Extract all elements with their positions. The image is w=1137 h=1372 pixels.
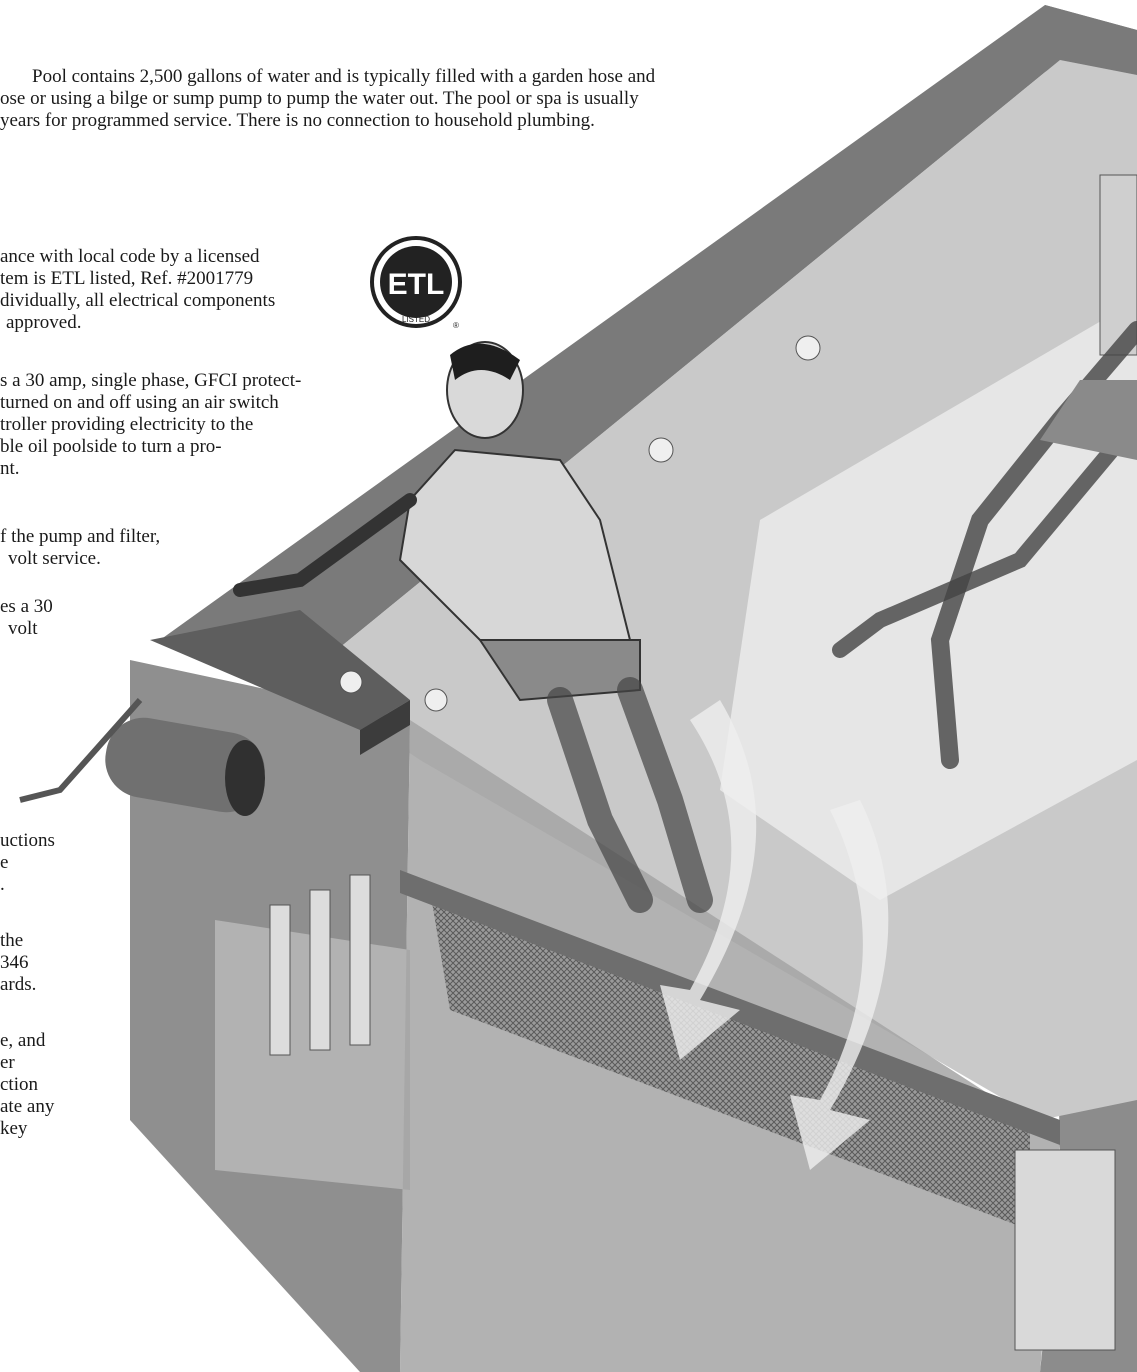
controller-line: s a 30 amp, single phase, GFCI protect- [0,370,301,392]
safety-line: e, and [0,1030,54,1052]
electrical-line: tem is ETL listed, Ref. #2001779 [0,268,275,290]
safety-line: er [0,1052,54,1074]
pump-paragraph: f the pump and filter, volt service. [0,526,160,570]
safety-paragraph: e, and er ction ate any key [0,1030,54,1140]
heater-line: es a 30 [0,596,53,618]
intro-paragraph: Pool contains 2,500 gallons of water and… [32,66,655,132]
return-fitting [1015,1150,1115,1350]
electrical-paragraph: ance with local code by a licensed tem i… [0,246,275,334]
electrical-line: approved. [6,312,275,334]
intro-line: years for programmed service. There is n… [0,110,655,132]
instructions-line: . [0,874,55,896]
etl-logo-mark: ETL [388,268,445,301]
jet [649,438,673,462]
standards-line: 346 [0,952,36,974]
vane [350,875,370,1045]
heater-line: volt [8,618,53,640]
instructions-line: e [0,852,55,874]
instructions-line: uctions [0,830,55,852]
roller-end [225,740,265,816]
etl-logo-registered: ® [453,321,459,330]
vane [310,890,330,1050]
jet [796,336,820,360]
controller-line: nt. [0,458,301,480]
pump-line: f the pump and filter, [0,526,160,548]
standards-line: the [0,930,36,952]
controller-paragraph: s a 30 amp, single phase, GFCI protect- … [0,370,301,480]
vane [270,905,290,1055]
controller-line: turned on and off using an air switch [0,392,301,414]
heater-paragraph: es a 30 volt [0,596,53,640]
safety-line: ate any [0,1096,54,1118]
instructions-paragraph: uctions e . [0,830,55,896]
etl-logo-caption: LISTED [402,315,430,324]
etl-listed-logo: ETL LISTED ® [368,236,464,332]
intro-line: ose or using a bilge or sump pump to pum… [0,88,655,110]
jet [340,671,362,693]
electrical-line: dividually, all electrical components [0,290,275,312]
etl-logo-icon: ETL LISTED ® [368,236,464,332]
safety-line: ction [0,1074,54,1096]
controller-line: ble oil poolside to turn a pro- [0,436,301,458]
intro-line: Pool contains 2,500 gallons of water and… [32,66,655,88]
controller-line: troller providing electricity to the [0,414,301,436]
standards-paragraph: the 346 ards. [0,930,36,996]
electrical-line: ance with local code by a licensed [0,246,275,268]
safety-line: key [0,1118,54,1140]
pump-line: volt service. [8,548,160,570]
standards-line: ards. [0,974,36,996]
jet [425,689,447,711]
